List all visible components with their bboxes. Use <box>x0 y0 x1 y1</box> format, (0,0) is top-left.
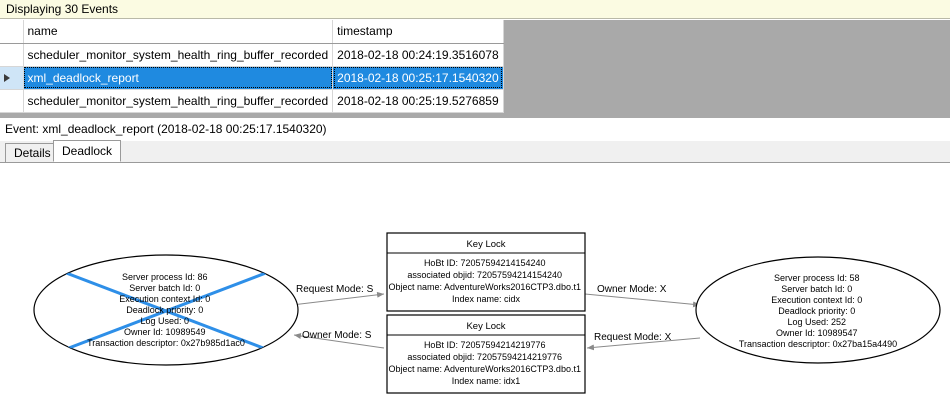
event-caption: Event: xml_deadlock_report (2018-02-18 0… <box>0 119 950 139</box>
events-grid-panel[interactable]: name timestamp scheduler_monitor_system_… <box>0 20 950 118</box>
resource-bottom-details: HoBt ID: 72057594214219776 associated ob… <box>389 340 584 386</box>
row-selector-cell[interactable] <box>0 89 24 113</box>
events-count-banner: Displaying 30 Events <box>0 0 950 19</box>
tab-details[interactable]: Details <box>5 143 60 162</box>
cell-timestamp[interactable]: 2018-02-18 00:24:19.3516078 <box>332 43 504 67</box>
resource-top-title: Key Lock <box>466 239 505 250</box>
process-left-details: Server process Id: 86 Server batch Id: 0… <box>87 272 245 348</box>
column-header-timestamp[interactable]: timestamp <box>332 20 504 44</box>
resource-node-top[interactable]: Key Lock HoBt ID: 72057594214154240 asso… <box>386 232 586 312</box>
edge-label-request-mode-x-right: Request Mode: X <box>594 332 672 343</box>
process-right-details: Server process Id: 58 Server batch Id: 0… <box>739 273 897 349</box>
events-grid-header-row: name timestamp <box>0 20 504 44</box>
edge-top-owner-right: Owner Mode: X <box>584 284 701 308</box>
resource-node-bottom[interactable]: Key Lock HoBt ID: 72057594214219776 asso… <box>386 314 586 394</box>
edge-left-request-top: Request Mode: S <box>291 284 385 306</box>
edge-label-request-mode-s-left: Request Mode: S <box>296 284 374 295</box>
column-header-name[interactable]: name <box>23 20 334 44</box>
cell-timestamp[interactable]: 2018-02-18 00:25:17.1540320 <box>332 66 504 90</box>
cell-name[interactable]: scheduler_monitor_system_health_ring_buf… <box>23 43 334 67</box>
cell-timestamp[interactable]: 2018-02-18 00:25:19.5276859 <box>332 89 504 113</box>
current-row-triangle-icon <box>4 74 10 83</box>
resource-top-details: HoBt ID: 72057594214154240 associated ob… <box>389 258 584 304</box>
events-count-text: Displaying 30 Events <box>6 2 119 16</box>
tab-deadlock[interactable]: Deadlock <box>53 140 122 162</box>
table-row[interactable]: scheduler_monitor_system_health_ring_buf… <box>0 43 504 67</box>
edge-label-owner-mode-s-left: Owner Mode: S <box>302 330 372 341</box>
process-node-left[interactable]: Server process Id: 86 Server batch Id: 0… <box>33 254 299 366</box>
edge-label-owner-mode-x-right: Owner Mode: X <box>597 284 667 295</box>
table-row[interactable]: scheduler_monitor_system_health_ring_buf… <box>0 89 504 113</box>
edge-bottom-owner-left: Owner Mode: S <box>293 330 385 349</box>
events-grid-body: scheduler_monitor_system_health_ring_buf… <box>0 43 504 113</box>
deadlock-graph-canvas[interactable]: Request Mode: S Owner Mode: X Owner Mode… <box>0 163 950 400</box>
cell-name[interactable]: xml_deadlock_report <box>23 66 334 90</box>
table-row[interactable]: xml_deadlock_report 2018-02-18 00:25:17.… <box>0 66 504 90</box>
detail-tabstrip: Details Deadlock <box>0 140 950 163</box>
resource-bottom-title: Key Lock <box>466 321 505 332</box>
process-node-right[interactable]: Server process Id: 58 Server batch Id: 0… <box>695 256 941 364</box>
row-header-corner <box>0 20 24 44</box>
event-caption-text: Event: xml_deadlock_report (2018-02-18 0… <box>5 122 327 136</box>
victim-cross-icon <box>39 261 293 361</box>
events-grid[interactable]: name timestamp scheduler_monitor_system_… <box>0 20 504 113</box>
row-selector-cell[interactable] <box>0 43 24 67</box>
edge-right-request-bottom: Request Mode: X <box>586 332 701 351</box>
cell-name[interactable]: scheduler_monitor_system_health_ring_buf… <box>23 89 334 113</box>
row-selector-cell[interactable] <box>0 66 24 90</box>
